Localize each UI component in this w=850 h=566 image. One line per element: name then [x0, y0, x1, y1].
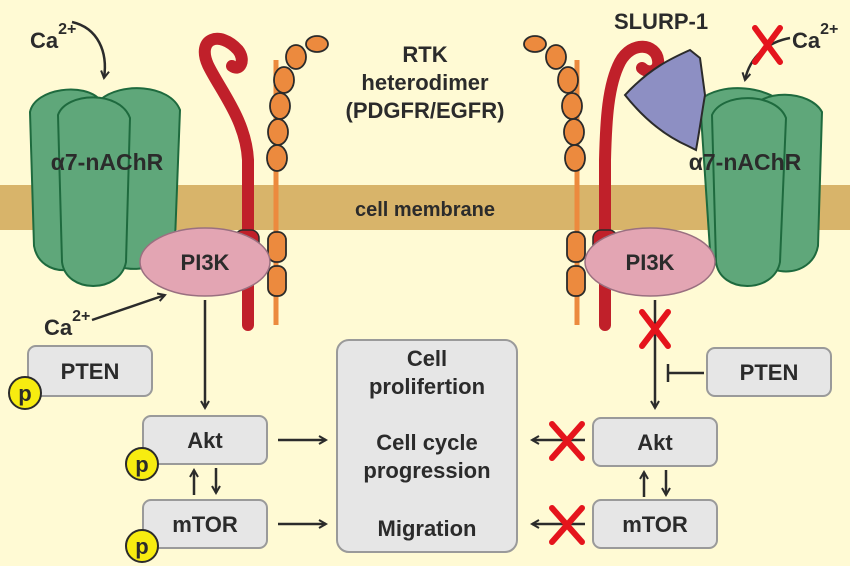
- ca-left-bottom-arrow: [91, 295, 165, 322]
- ca-left-bottom-label: Ca2+: [44, 308, 90, 340]
- svg-text:p: p: [135, 534, 148, 559]
- pten-left-label: PTEN: [61, 359, 120, 384]
- block-x-mtor-outcome-right: [549, 505, 585, 545]
- akt-right-label: Akt: [637, 430, 673, 455]
- outcome-line1: Cell: [407, 346, 447, 371]
- ca-left-top-arrow: [71, 20, 105, 78]
- mtor-right-label: mTOR: [622, 512, 688, 537]
- mtor-left-label: mTOR: [172, 512, 238, 537]
- outcome-box: [336, 339, 518, 553]
- akt-left-box: [142, 415, 268, 465]
- receptor-right-label: α7-nAChR: [689, 149, 802, 175]
- pten-right-label: PTEN: [740, 360, 799, 385]
- block-x-pi3k-akt-right: [639, 309, 671, 349]
- rtk-label-line3: (PDGFR/EGFR): [346, 98, 505, 123]
- pi3k-left: [139, 227, 271, 297]
- slurp-1-label: SLURP-1: [614, 9, 708, 34]
- akt-right-box: [592, 417, 718, 467]
- rtk-red-strand-left: [198, 32, 254, 331]
- svg-text:p: p: [135, 452, 148, 477]
- ca-right-label: Ca2+: [792, 21, 838, 53]
- outcome-line5: Migration: [378, 516, 477, 541]
- pi3k-right: [584, 227, 716, 297]
- akt-left-label: Akt: [187, 428, 223, 453]
- rtk-label-line1: RTK: [402, 42, 447, 67]
- pten-inhibition-bar: [666, 364, 704, 382]
- rtk-left: [198, 32, 329, 331]
- mtor-right-box: [592, 499, 718, 549]
- membrane-label: cell membrane: [355, 199, 495, 221]
- rtk-label-line2: heterodimer: [361, 70, 489, 95]
- mtor-left-box: [142, 499, 268, 549]
- slurp-1-ligand: [623, 48, 707, 152]
- pten-right-box: [706, 347, 832, 397]
- pi3k-left-label: PI3K: [181, 250, 230, 275]
- block-x-ca-right: [752, 25, 783, 65]
- pten-left-box: [27, 345, 153, 397]
- phospho-pten: p: [8, 376, 42, 410]
- receptor-left: [28, 87, 182, 287]
- receptor-right: [698, 87, 824, 287]
- phospho-akt: p: [125, 447, 159, 481]
- receptor-left-label: α7-nAChR: [51, 149, 164, 175]
- rtk-orange-domains-right: [523, 35, 586, 297]
- block-x-akt-outcome-right: [549, 421, 585, 461]
- outcome-line4: progression: [363, 458, 490, 483]
- phospho-mtor: p: [125, 529, 159, 563]
- rtk-orange-domains-left: [266, 35, 329, 297]
- outcome-line2: prolifertion: [369, 374, 485, 399]
- svg-text:p: p: [18, 381, 31, 406]
- outcome-line3: Cell cycle: [376, 430, 478, 455]
- pi3k-right-label: PI3K: [626, 250, 675, 275]
- ca-left-top-label: Ca2+: [30, 21, 76, 53]
